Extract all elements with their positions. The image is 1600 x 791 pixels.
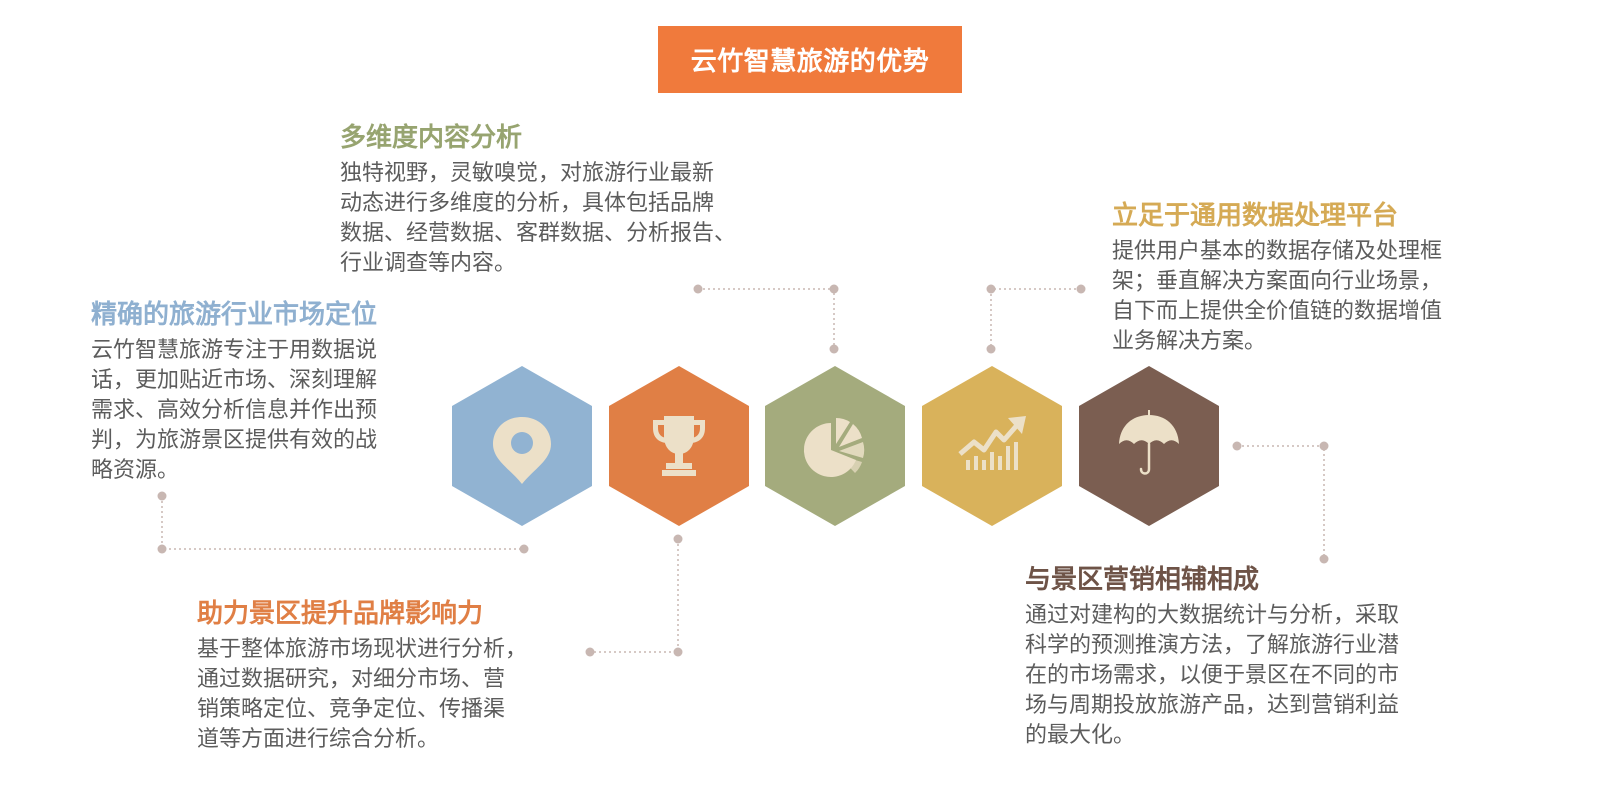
block-marketing-synergy: 与景区营销相辅相成 通过对建构的大数据统计与分析，采取 科学的预测推演方法，了解… <box>1025 563 1485 751</box>
block-body: 通过对建构的大数据统计与分析，采取 科学的预测推演方法，了解旅游行业潜 在的市场… <box>1025 603 1400 748</box>
hexagon-growth <box>922 366 1062 526</box>
block-heading: 精确的旅游行业市场定位 <box>91 300 378 330</box>
connector-marketing <box>1237 445 1325 559</box>
block-body: 云竹智慧旅游专注于用数据说 话，更加贴近市场、深刻理解 需求、高效分析信息并作出… <box>91 338 378 483</box>
hexagon-location <box>452 366 592 526</box>
block-body: 独特视野，灵敏嗅觉，对旅游行业最新 动态进行多维度的分析，具体包括品牌 数据、经… <box>340 161 737 276</box>
connector-multidimensional <box>698 288 835 349</box>
block-body: 基于整体旅游市场现状进行分析， 通过数据研究，对细分市场、营 销策略定位、竞争定… <box>197 637 528 752</box>
hexagon-pie-chart <box>765 366 905 526</box>
block-market-positioning: 精确的旅游行业市场定位 云竹智慧旅游专注于用数据说 话，更加贴近市场、深刻理解 … <box>91 298 451 486</box>
growth-chart-icon <box>958 416 1026 470</box>
block-body: 提供用户基本的数据存储及处理框 架；垂直解决方案面向行业场景， 自下而上提供全价… <box>1112 239 1443 354</box>
connector-brand <box>590 539 679 653</box>
block-heading: 多维度内容分析 <box>340 123 523 153</box>
block-heading: 立足于通用数据处理平台 <box>1112 201 1399 231</box>
block-data-platform: 立足于通用数据处理平台 提供用户基本的数据存储及处理框 架；垂直解决方案面向行业… <box>1112 199 1552 357</box>
page-title: 云竹智慧旅游的优势 <box>658 26 962 93</box>
umbrella-icon <box>1119 410 1179 475</box>
block-multidimensional-analysis: 多维度内容分析 独特视野，灵敏嗅觉，对旅游行业最新 动态进行多维度的分析，具体包… <box>340 121 800 279</box>
block-heading: 与景区营销相辅相成 <box>1025 565 1260 595</box>
location-pin-icon <box>493 417 551 484</box>
hexagon-umbrella <box>1079 366 1219 526</box>
trophy-icon <box>653 416 705 476</box>
block-brand-influence: 助力景区提升品牌影响力 基于整体旅游市场现状进行分析， 通过数据研究，对细分市场… <box>197 597 597 755</box>
hexagon-trophy <box>609 366 749 526</box>
block-heading: 助力景区提升品牌影响力 <box>197 599 484 629</box>
connector-platform <box>990 288 1081 349</box>
pie-chart-icon <box>803 417 865 477</box>
